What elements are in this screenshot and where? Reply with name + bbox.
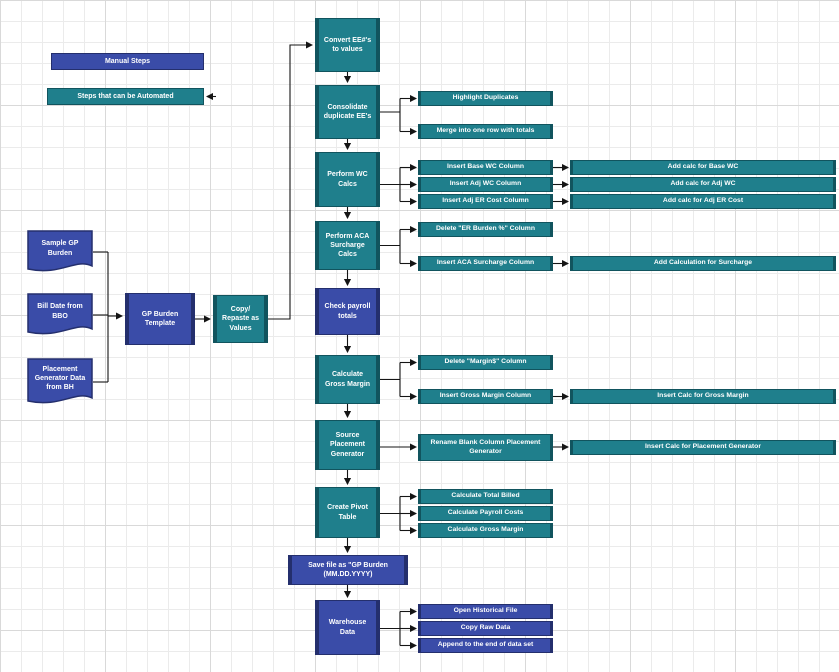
step-label: Save file as "GP Burden (MM.DD.YYYY) [308, 561, 388, 578]
substep-label: Insert Adj ER Cost Column [442, 197, 529, 205]
substep-label: Insert Calc for Gross Margin [657, 392, 749, 400]
substep-label: Insert Base WC Column [446, 163, 525, 171]
step-consolidate-duplicates[interactable]: Consolidate duplicate EE's [315, 85, 380, 139]
substep-label: Calculate Payroll Costs [447, 509, 524, 517]
substep-label: Add calc for Adj WC [670, 180, 736, 188]
detail-add-calculation-surcharge[interactable]: Add Calculation for Surcharge [570, 256, 836, 271]
substep-label: Copy Raw Data [460, 624, 511, 632]
substep-label: Delete "ER Burden %" Column [436, 225, 535, 233]
step-save-file[interactable]: Save file as "GP Burden (MM.DD.YYYY) [288, 555, 408, 585]
substep-label: Insert Adj WC Column [449, 180, 522, 188]
input-label: Bill Date from BBO [37, 303, 83, 320]
substep-insert-gross-margin-col[interactable]: Insert Gross Margin Column [418, 389, 553, 404]
legend-manual-label: Manual Steps [104, 58, 151, 65]
substep-calc-payroll-costs[interactable]: Calculate Payroll Costs [418, 506, 553, 521]
prep-copy-repaste-values[interactable]: Copy/ Repaste as Values [213, 295, 268, 343]
substep-label: Append to the end of data set [437, 641, 534, 649]
prep-gp-burden-template[interactable]: GP Burden Template [125, 293, 195, 345]
substep-insert-adj-wc[interactable]: Insert Adj WC Column [418, 177, 553, 192]
detail-insert-calc-placement-generator[interactable]: Insert Calc for Placement Generator [570, 440, 836, 455]
step-convert-ee[interactable]: Convert EE#'s to values [315, 18, 380, 72]
substep-label: Delete "Margin$" Column [444, 358, 527, 366]
substep-merge-one-row[interactable]: Merge into one row with totals [418, 124, 553, 139]
substep-label: Add Calculation for Surcharge [653, 259, 753, 267]
step-perform-aca-surcharge[interactable]: Perform ACA Surcharge Calcs [315, 221, 380, 270]
substep-label: Highlight Duplicates [452, 94, 519, 102]
substep-label: Rename Blank Column Placement Generator [430, 439, 541, 455]
substep-rename-blank-column[interactable]: Rename Blank Column Placement Generator [418, 434, 553, 461]
document-wave-shape [27, 230, 93, 272]
substep-label: Insert ACA Surcharge Column [436, 259, 535, 267]
step-warehouse-data[interactable]: Warehouse Data [315, 600, 380, 655]
step-label: Perform ACA Surcharge Calcs [325, 232, 370, 259]
document-wave-shape [27, 358, 93, 404]
substep-label: Open Historical File [453, 607, 518, 615]
step-label: Calculate Gross Margin [324, 371, 371, 388]
step-label: Create Pivot Table [327, 504, 368, 521]
document-wave-shape [27, 293, 93, 335]
substep-calc-gross-margin[interactable]: Calculate Gross Margin [418, 523, 553, 538]
step-label: Check payroll totals [324, 303, 371, 320]
input-label: Placement Generator Data from BH [34, 365, 86, 392]
substep-label: Add calc for Adj ER Cost [662, 197, 744, 205]
substep-insert-base-wc[interactable]: Insert Base WC Column [418, 160, 553, 175]
step-label: Consolidate duplicate EE's [323, 103, 372, 120]
step-label: GP Burden Template [141, 310, 179, 327]
substep-highlight-duplicates[interactable]: Highlight Duplicates [418, 91, 553, 106]
step-check-payroll-totals[interactable]: Check payroll totals [315, 288, 380, 335]
substep-delete-er-burden[interactable]: Delete "ER Burden %" Column [418, 222, 553, 237]
detail-add-calc-base-wc[interactable]: Add calc for Base WC [570, 160, 836, 175]
legend-manual-steps[interactable]: Manual Steps [51, 53, 204, 70]
input-sample-gp-burden[interactable]: Sample GP Burden [27, 230, 93, 276]
step-create-pivot-table[interactable]: Create Pivot Table [315, 487, 380, 538]
input-label: Sample GP Burden [41, 240, 79, 257]
substep-label: Insert Gross Margin Column [439, 392, 532, 400]
step-label: Source Placement Generator [329, 432, 366, 458]
step-label: Convert EE#'s to values [323, 36, 372, 53]
step-calculate-gross-margin[interactable]: Calculate Gross Margin [315, 355, 380, 404]
legend-automated-label: Steps that can be Automated [77, 93, 174, 100]
step-label: Copy/ Repaste as Values [222, 306, 259, 332]
detail-insert-calc-gross-margin[interactable]: Insert Calc for Gross Margin [570, 389, 836, 404]
substep-label: Calculate Gross Margin [447, 526, 524, 534]
detail-add-calc-adj-wc[interactable]: Add calc for Adj WC [570, 177, 836, 192]
step-perform-wc-calcs[interactable]: Perform WC Calcs [315, 152, 380, 207]
legend-automated-steps[interactable]: Steps that can be Automated [47, 88, 204, 105]
substep-append-data-set[interactable]: Append to the end of data set [418, 638, 553, 653]
substep-delete-margin-column[interactable]: Delete "Margin$" Column [418, 355, 553, 370]
substep-open-historical-file[interactable]: Open Historical File [418, 604, 553, 619]
substep-insert-aca-surcharge[interactable]: Insert ACA Surcharge Column [418, 256, 553, 271]
step-label: Warehouse Data [328, 619, 367, 636]
input-bill-date-bbo[interactable]: Bill Date from BBO [27, 293, 93, 339]
detail-add-calc-adj-er-cost[interactable]: Add calc for Adj ER Cost [570, 194, 836, 209]
substep-label: Insert Calc for Placement Generator [645, 443, 761, 451]
substep-copy-raw-data[interactable]: Copy Raw Data [418, 621, 553, 636]
step-source-placement-generator[interactable]: Source Placement Generator [315, 420, 380, 470]
step-label: Perform WC Calcs [327, 171, 368, 188]
substep-label: Merge into one row with totals [436, 127, 535, 135]
input-placement-generator-bh[interactable]: Placement Generator Data from BH [27, 358, 93, 408]
substep-insert-adj-er-cost[interactable]: Insert Adj ER Cost Column [418, 194, 553, 209]
substep-label: Calculate Total Billed [451, 492, 520, 500]
substep-calc-total-billed[interactable]: Calculate Total Billed [418, 489, 553, 504]
substep-label: Add calc for Base WC [667, 163, 739, 171]
